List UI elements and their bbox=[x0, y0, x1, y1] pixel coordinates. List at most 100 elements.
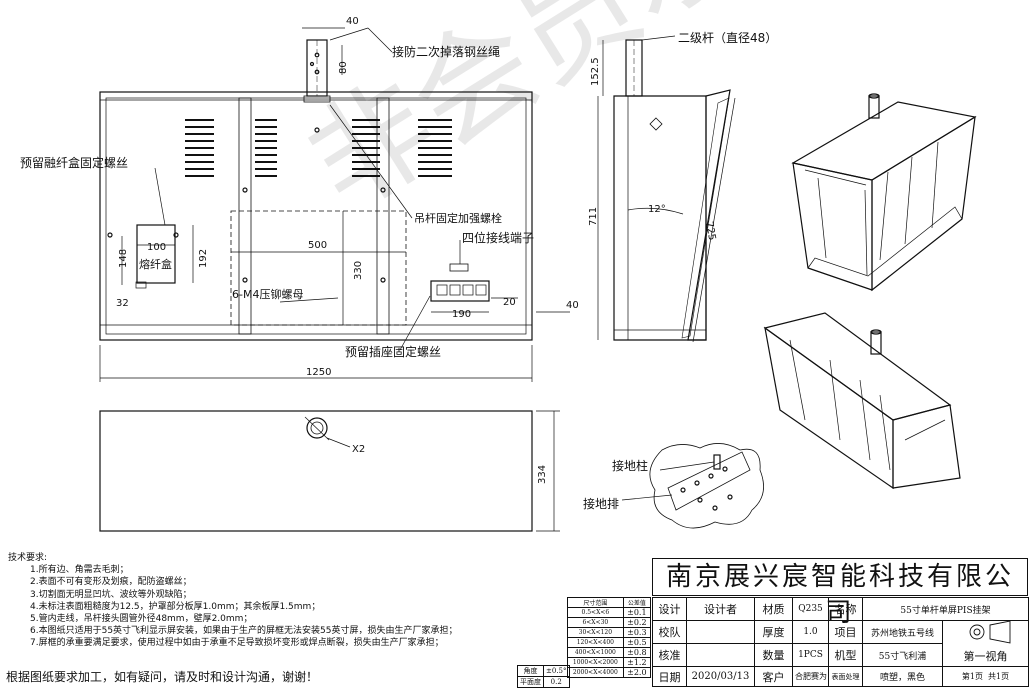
side-view bbox=[597, 35, 736, 343]
tol-value: ±0.5 bbox=[622, 637, 652, 648]
thickness-value: 1.0 bbox=[792, 620, 829, 644]
tol-value: ±1.2 bbox=[622, 657, 652, 668]
customer-label: 客户 bbox=[754, 666, 793, 687]
dim-angle: 12° bbox=[648, 204, 666, 215]
dim-725: 725 bbox=[703, 221, 717, 242]
check-label: 校队 bbox=[652, 620, 687, 644]
dim-40-top: 40 bbox=[346, 16, 359, 27]
dim-1250: 1250 bbox=[306, 367, 331, 378]
angle-value: ±0.5° bbox=[543, 665, 570, 677]
dim-334: 334 bbox=[537, 465, 548, 484]
label-hole-count: X2 bbox=[352, 444, 365, 455]
dim-80: 80 bbox=[338, 61, 349, 74]
dim-40-side: 40 bbox=[566, 300, 579, 311]
page-info: 第1页 共1页 bbox=[941, 666, 1030, 687]
dim-100: 100 bbox=[147, 242, 166, 253]
label-second-pole: 二级杆（直径48） bbox=[678, 31, 777, 45]
tol-header: 公差值 bbox=[622, 597, 652, 608]
grounding-detail bbox=[621, 443, 764, 529]
company-name: 南京展兴宸智能科技有限公司 bbox=[652, 558, 1028, 628]
bottom-view bbox=[99, 410, 560, 532]
label-m4-nut: 6-M4压铆螺母 bbox=[232, 287, 303, 301]
front-leaders bbox=[154, 27, 461, 351]
tol-value: ±2.0 bbox=[622, 667, 652, 678]
date-label: 日期 bbox=[652, 666, 687, 687]
label-fiber-box: 熔纤盒 bbox=[139, 257, 172, 271]
material-value: Q235 bbox=[792, 597, 829, 621]
name-label: 名称 bbox=[828, 597, 863, 621]
dim-148: 148 bbox=[118, 249, 129, 268]
dim-190: 190 bbox=[452, 309, 471, 320]
note-item: 1.所有边、角需去毛刺； bbox=[30, 565, 129, 576]
iso-view-top bbox=[791, 93, 977, 292]
title-block: 设计 设计者 材质 Q235 名称 55寸单杆单屏PIS挂架 校队 厚度 1.0… bbox=[652, 597, 1030, 687]
label-ground-post: 接地柱 bbox=[612, 458, 648, 473]
notes-heading: 技术要求: bbox=[8, 553, 48, 563]
surface-value: 喷塑，黑色 bbox=[862, 666, 943, 687]
design-value: 设计者 bbox=[686, 597, 755, 621]
tol-range: 2000<X<4000 bbox=[567, 667, 624, 678]
customer-value: 合肥赛为 bbox=[792, 666, 829, 687]
tol-value: ±0.8 bbox=[622, 647, 652, 658]
tol-range: 1000<X<2000 bbox=[567, 657, 624, 668]
tol-range: 6<X<30 bbox=[567, 617, 624, 628]
front-louvers bbox=[185, 119, 452, 177]
dim-20: 20 bbox=[503, 297, 516, 308]
note-item: 2.表面不可有变形及划痕，配防盗螺丝； bbox=[30, 577, 192, 588]
tol-value: ±0.3 bbox=[622, 627, 652, 638]
tol-value: ±0.1 bbox=[622, 607, 652, 618]
note-item: 7.屏框的承重要满足要求，使用过程中如由于承重不足导致损坏变形或焊点断裂，损失由… bbox=[30, 638, 444, 649]
footer-note: 根据图纸要求加工，如有疑问，请及时和设计沟通，谢谢！ bbox=[6, 670, 319, 684]
angle-label: 角度 bbox=[517, 665, 544, 677]
approve-value bbox=[686, 643, 755, 667]
tol-value: ±0.2 bbox=[622, 617, 652, 628]
dim-152: 152.5 bbox=[590, 57, 601, 86]
dim-32: 32 bbox=[116, 298, 129, 309]
tol-header: 尺寸范围 bbox=[567, 597, 624, 608]
tol-range: 30<X<120 bbox=[567, 627, 624, 638]
tol-range: 120<X<400 bbox=[567, 637, 624, 648]
check-value bbox=[686, 620, 755, 644]
tol-range: 0.5<X<6 bbox=[567, 607, 624, 618]
flat-value: 0.2 bbox=[543, 676, 570, 688]
qty-value: 1PCS bbox=[792, 643, 829, 667]
total-label: 共1页 bbox=[988, 672, 1010, 681]
dim-711: 711 bbox=[588, 207, 599, 226]
iso-view-bottom bbox=[763, 312, 961, 490]
label-socket-screw: 预留插座固定螺丝 bbox=[345, 344, 441, 359]
note-item: 6.本图纸只适用于55英寸飞利显示屏安装，如果由于生产的屏框无法安装55英寸屏，… bbox=[30, 626, 458, 637]
note-item: 4.未标注表面粗糙度为12.5，护罩部分板厚1.0mm；其余板厚1.5mm； bbox=[30, 601, 321, 612]
qty-label: 数量 bbox=[754, 643, 793, 667]
flat-label: 平面度 bbox=[517, 676, 544, 688]
dim-192: 192 bbox=[198, 249, 209, 268]
model-label: 机型 bbox=[828, 643, 863, 667]
project-label: 项目 bbox=[828, 620, 863, 644]
terminal-block bbox=[430, 280, 490, 302]
label-terminal: 四位接线端子 bbox=[462, 230, 534, 245]
surface-label: 表面处理 bbox=[828, 666, 863, 687]
model-value: 55寸飞利浦 bbox=[862, 643, 943, 667]
technical-notes: 技术要求: 1.所有边、角需去毛刺； 2.表面不可有变形及划痕，配防盗螺丝； 3… bbox=[8, 552, 568, 650]
fiber-box bbox=[136, 224, 176, 284]
page-label: 第1页 bbox=[961, 672, 983, 681]
view-label: 第一视角 bbox=[941, 620, 1030, 667]
dim-330: 330 bbox=[353, 261, 364, 280]
note-item: 5.管内走线，吊杆接头圆管外径48mm，壁厚2.0mm； bbox=[30, 614, 253, 625]
front-dimensions bbox=[99, 27, 570, 382]
label-pole-bolt: 吊杆固定加强螺栓 bbox=[414, 211, 502, 225]
tolerance-table: 尺寸范围公差值 0.5<X<6±0.1 6<X<30±0.2 30<X<120±… bbox=[567, 597, 652, 678]
front-view bbox=[99, 39, 533, 341]
name-value: 55寸单杆单屏PIS挂架 bbox=[861, 597, 1030, 621]
label-fiber-screw: 预留融纤盒固定螺丝 bbox=[20, 155, 128, 170]
project-value: 苏州地铁五号线 bbox=[862, 620, 943, 644]
approve-label: 核准 bbox=[652, 643, 687, 667]
thickness-label: 厚度 bbox=[754, 620, 793, 644]
dim-500: 500 bbox=[308, 240, 327, 251]
date-value: 2020/03/13 bbox=[686, 666, 755, 687]
tol-range: 400<X<1000 bbox=[567, 647, 624, 658]
label-ground-bar: 接地排 bbox=[583, 496, 619, 511]
design-label: 设计 bbox=[652, 597, 687, 621]
label-anti-drop: 接防二次掉落钢丝绳 bbox=[392, 44, 500, 59]
